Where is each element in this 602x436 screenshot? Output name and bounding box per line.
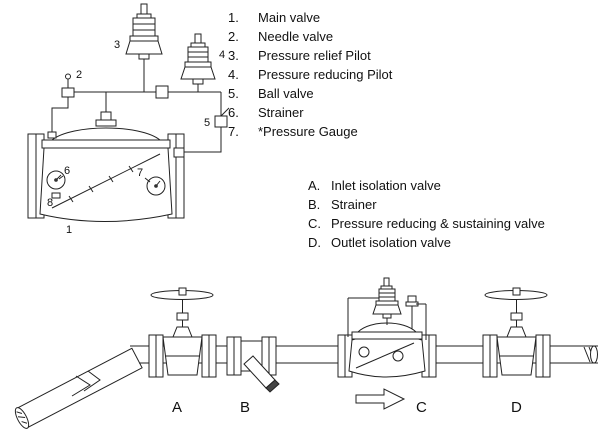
legend-item: 6. Strainer <box>228 103 392 122</box>
callout-strainer: 6 <box>64 165 70 177</box>
outlet-isolation-valve-drawing <box>482 287 551 378</box>
installation-schematic-drawing: A B C D <box>14 277 598 429</box>
label-outlet-isolation-valve: D <box>511 399 522 416</box>
pressure-relief-pilot-drawing <box>125 3 163 92</box>
legend-item: B. Strainer <box>308 195 545 214</box>
legend-item-number: 7. <box>228 124 239 139</box>
legend-item-label: Main valve <box>258 10 321 25</box>
legend-item-label: Pressure relief Pilot <box>258 48 371 63</box>
callout-needle-valve: 2 <box>76 69 82 81</box>
callout-leader-lines <box>58 175 151 183</box>
legend-item-letter: C. <box>308 216 321 231</box>
legend-item-label: Inlet isolation valve <box>331 178 441 193</box>
legend-item-number: 4. <box>228 67 239 82</box>
callout-pressure-reducing-pilot: 4 <box>219 49 225 61</box>
flow-arrow-outlet <box>355 388 406 410</box>
pilot-tubing <box>47 73 230 158</box>
legend-item: 3. Pressure relief Pilot <box>228 46 392 65</box>
callout-8: 8 <box>47 197 53 209</box>
legend-components: 1. Main valve 2. Needle valve 3. Pressure r… <box>228 8 392 141</box>
pressure-gauge-left <box>46 170 66 199</box>
legend-item: C. Pressure reducing & sustaining valve <box>308 214 545 233</box>
legend-item: 7. *Pressure Gauge <box>228 122 392 141</box>
label-strainer: B <box>240 399 250 416</box>
legend-item-label: Strainer <box>258 105 304 120</box>
legend-item-number: 5. <box>228 86 239 101</box>
pressure-gauge-right <box>146 176 166 196</box>
legend-item-label: *Pressure Gauge <box>258 124 358 139</box>
callout-pressure-relief-pilot: 3 <box>114 39 120 51</box>
legend-item-letter: D. <box>308 235 321 250</box>
legend-item: 2. Needle valve <box>228 27 392 46</box>
legend-item: 5. Ball valve <box>228 84 392 103</box>
legend-item-label: Ball valve <box>258 86 314 101</box>
callout-main-valve: 1 <box>66 224 72 236</box>
legend-item-number: 6. <box>228 105 239 120</box>
legend-item-number: 3. <box>228 48 239 63</box>
legend-item-label: Needle valve <box>258 29 334 44</box>
legend-item: 4. Pressure reducing Pilot <box>228 65 392 84</box>
legend-item-label: Pressure reducing Pilot <box>258 67 393 82</box>
callout-ball-valve: 5 <box>204 117 210 129</box>
legend-item: D. Outlet isolation valve <box>308 233 545 252</box>
label-pressure-reducing-valve: C <box>416 399 427 416</box>
inlet-pipe-drawing <box>14 347 143 429</box>
legend-item: 1. Main valve <box>228 8 392 27</box>
flow-arrow-inlet <box>71 370 101 397</box>
pressure-reducing-pilot-drawing <box>180 33 216 92</box>
pressure-reducing-valve-drawing <box>337 277 437 378</box>
legend-item-label: Pressure reducing & sustaining valve <box>331 216 545 231</box>
inlet-isolation-valve-drawing <box>148 287 217 378</box>
callout-pressure-gauge: 7 <box>137 167 143 179</box>
legend-item-letter: A. <box>308 178 321 193</box>
legend-installation: A. Inlet isolation valve B. Strainer C. Pre… <box>308 176 545 252</box>
legend-item: A. Inlet isolation valve <box>308 176 545 195</box>
legend-item-number: 2. <box>228 29 239 44</box>
legend-item-number: 1. <box>228 10 239 25</box>
strainer-drawing <box>226 336 280 393</box>
main-valve-drawing <box>27 111 185 222</box>
legend-item-label: Strainer <box>331 197 377 212</box>
legend-item-letter: B. <box>308 197 321 212</box>
legend-item-label: Outlet isolation valve <box>331 235 451 250</box>
label-inlet-isolation-valve: A <box>172 399 182 416</box>
pilot-valve-detail-drawing: 1 2 3 4 5 6 7 8 <box>27 3 230 236</box>
pipe-end <box>583 345 598 364</box>
